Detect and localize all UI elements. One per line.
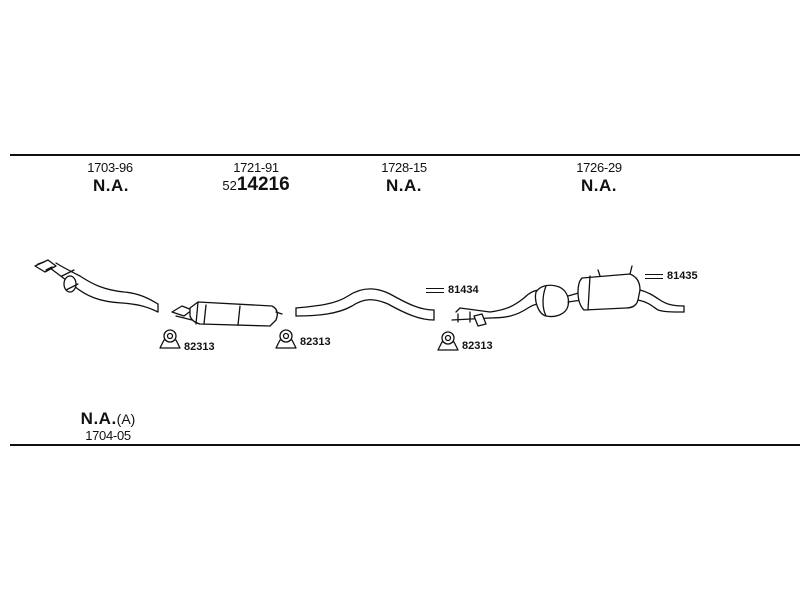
clamp-3-part-number: 82313 — [462, 340, 493, 352]
bottom-divider-line — [10, 444, 800, 446]
section-4-ref: 1726-29 — [576, 160, 622, 175]
clamp-2-part-number: 82313 — [300, 336, 331, 348]
leader-bar-icon — [426, 287, 444, 293]
callout-81434-label: 81434 — [448, 284, 479, 296]
section-3-ref: 1728-15 — [381, 160, 427, 175]
clamp-icon-1 — [159, 329, 181, 349]
callout-81434: 81434 — [426, 284, 479, 296]
section-2-ref: 1721-91 — [233, 160, 279, 175]
clamp-icon-3 — [437, 331, 459, 351]
bottom-note-qualifier: (A) — [116, 411, 136, 427]
clamp-icon-2 — [275, 329, 297, 349]
section-3-status: N.A. — [386, 176, 422, 195]
bottom-note: N.A.(A) — [81, 409, 136, 429]
leader-bar-icon — [645, 273, 663, 279]
part-number-prefix: 52 — [222, 178, 237, 193]
intermediate-pipe-part — [295, 288, 435, 321]
part-number-main: 14216 — [236, 174, 290, 195]
clamp-1-part-number: 82313 — [184, 341, 215, 353]
section-4-status: N.A. — [581, 176, 617, 195]
rear-silencer-part — [451, 265, 685, 327]
callout-81435: 81435 — [645, 270, 698, 282]
section-1-ref: 1703-96 — [87, 160, 133, 175]
bottom-note-status: N.A. — [80, 409, 117, 428]
callout-81435-label: 81435 — [667, 270, 698, 282]
bottom-note-ref: 1704-05 — [85, 428, 131, 443]
middle-silencer-part — [171, 301, 283, 327]
top-divider-line — [10, 154, 800, 156]
section-1-status: N.A. — [93, 176, 129, 195]
section-2-part-number: 5214216 — [222, 174, 289, 196]
front-pipe-part — [34, 259, 159, 313]
